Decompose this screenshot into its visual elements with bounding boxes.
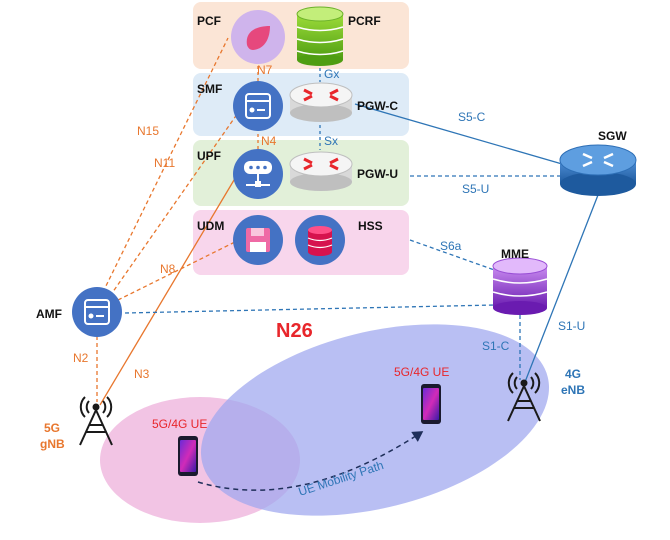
enb-label-line1: 4G <box>565 367 581 381</box>
sgw-router-icon <box>559 144 637 196</box>
ue-mobility-path-arrow <box>197 431 424 491</box>
s1u-interface-label: S1-U <box>558 319 585 333</box>
s6a-line <box>409 239 501 273</box>
sgw-label: SGW <box>598 129 627 143</box>
enb-label-line2: eNB <box>561 383 585 397</box>
n15-interface-label: N15 <box>137 124 159 138</box>
pgwu-router-icon <box>289 151 353 191</box>
udm-label: UDM <box>197 219 224 233</box>
n7-interface-label: N7 <box>257 63 273 77</box>
mme-database-icon <box>492 257 548 315</box>
s5c-line <box>354 103 601 176</box>
gnb-antenna-tower-icon <box>79 396 113 446</box>
amf-label: AMF <box>36 307 62 321</box>
ue-right-label: 5G/4G UE <box>394 365 449 379</box>
4g-coverage-ellipse <box>200 324 550 516</box>
udm-floppy-icon <box>233 215 283 265</box>
gnb-label-line1: 5G <box>44 421 60 435</box>
enb-antenna-tower-icon <box>507 372 541 422</box>
upf-network-icon <box>233 149 283 199</box>
gx-interface-label: Gx <box>324 67 339 81</box>
upf-label: UPF <box>197 149 221 163</box>
pcf-label: PCF <box>197 14 221 28</box>
n26-interface-label: N26 <box>276 320 313 342</box>
ue-right-smartphone-icon <box>421 384 441 424</box>
pcrf-label: PCRF <box>348 14 381 28</box>
s6a-interface-label: S6a <box>440 239 462 253</box>
s1u-line <box>524 194 599 383</box>
n8-interface-label: N8 <box>160 262 176 276</box>
s5u-interface-label: S5-U <box>462 182 489 196</box>
hss-database-icon <box>295 215 345 265</box>
s1c-interface-label: S1-C <box>482 339 510 353</box>
ue-left-smartphone-icon <box>178 436 198 476</box>
mme-label: MME <box>501 247 529 261</box>
pcrf-database-icon <box>296 6 344 66</box>
pgwc-router-icon <box>289 82 353 122</box>
n8-line <box>117 237 244 301</box>
n2-interface-label: N2 <box>73 351 89 365</box>
n11-interface-label: N11 <box>154 156 175 170</box>
n3-line <box>99 169 241 406</box>
smf-label: SMF <box>197 82 222 96</box>
n4-interface-label: N4 <box>261 134 277 148</box>
pcf-drop-icon <box>231 10 285 64</box>
amf-server-icon <box>72 287 122 337</box>
hss-label: HSS <box>358 219 383 233</box>
smf-server-icon <box>233 81 283 131</box>
s5c-interface-label: S5-C <box>458 110 486 124</box>
sx-interface-label: Sx <box>324 134 338 148</box>
n11-line <box>109 99 248 297</box>
ue-left-label: 5G/4G UE <box>152 417 207 431</box>
n3-interface-label: N3 <box>134 367 150 381</box>
pgw-c-label: PGW-C <box>357 99 398 113</box>
pgw-u-label: PGW-U <box>357 167 398 181</box>
n26-line <box>124 304 496 314</box>
gnb-label-line2: gNB <box>40 437 65 451</box>
n15-line <box>102 37 229 293</box>
